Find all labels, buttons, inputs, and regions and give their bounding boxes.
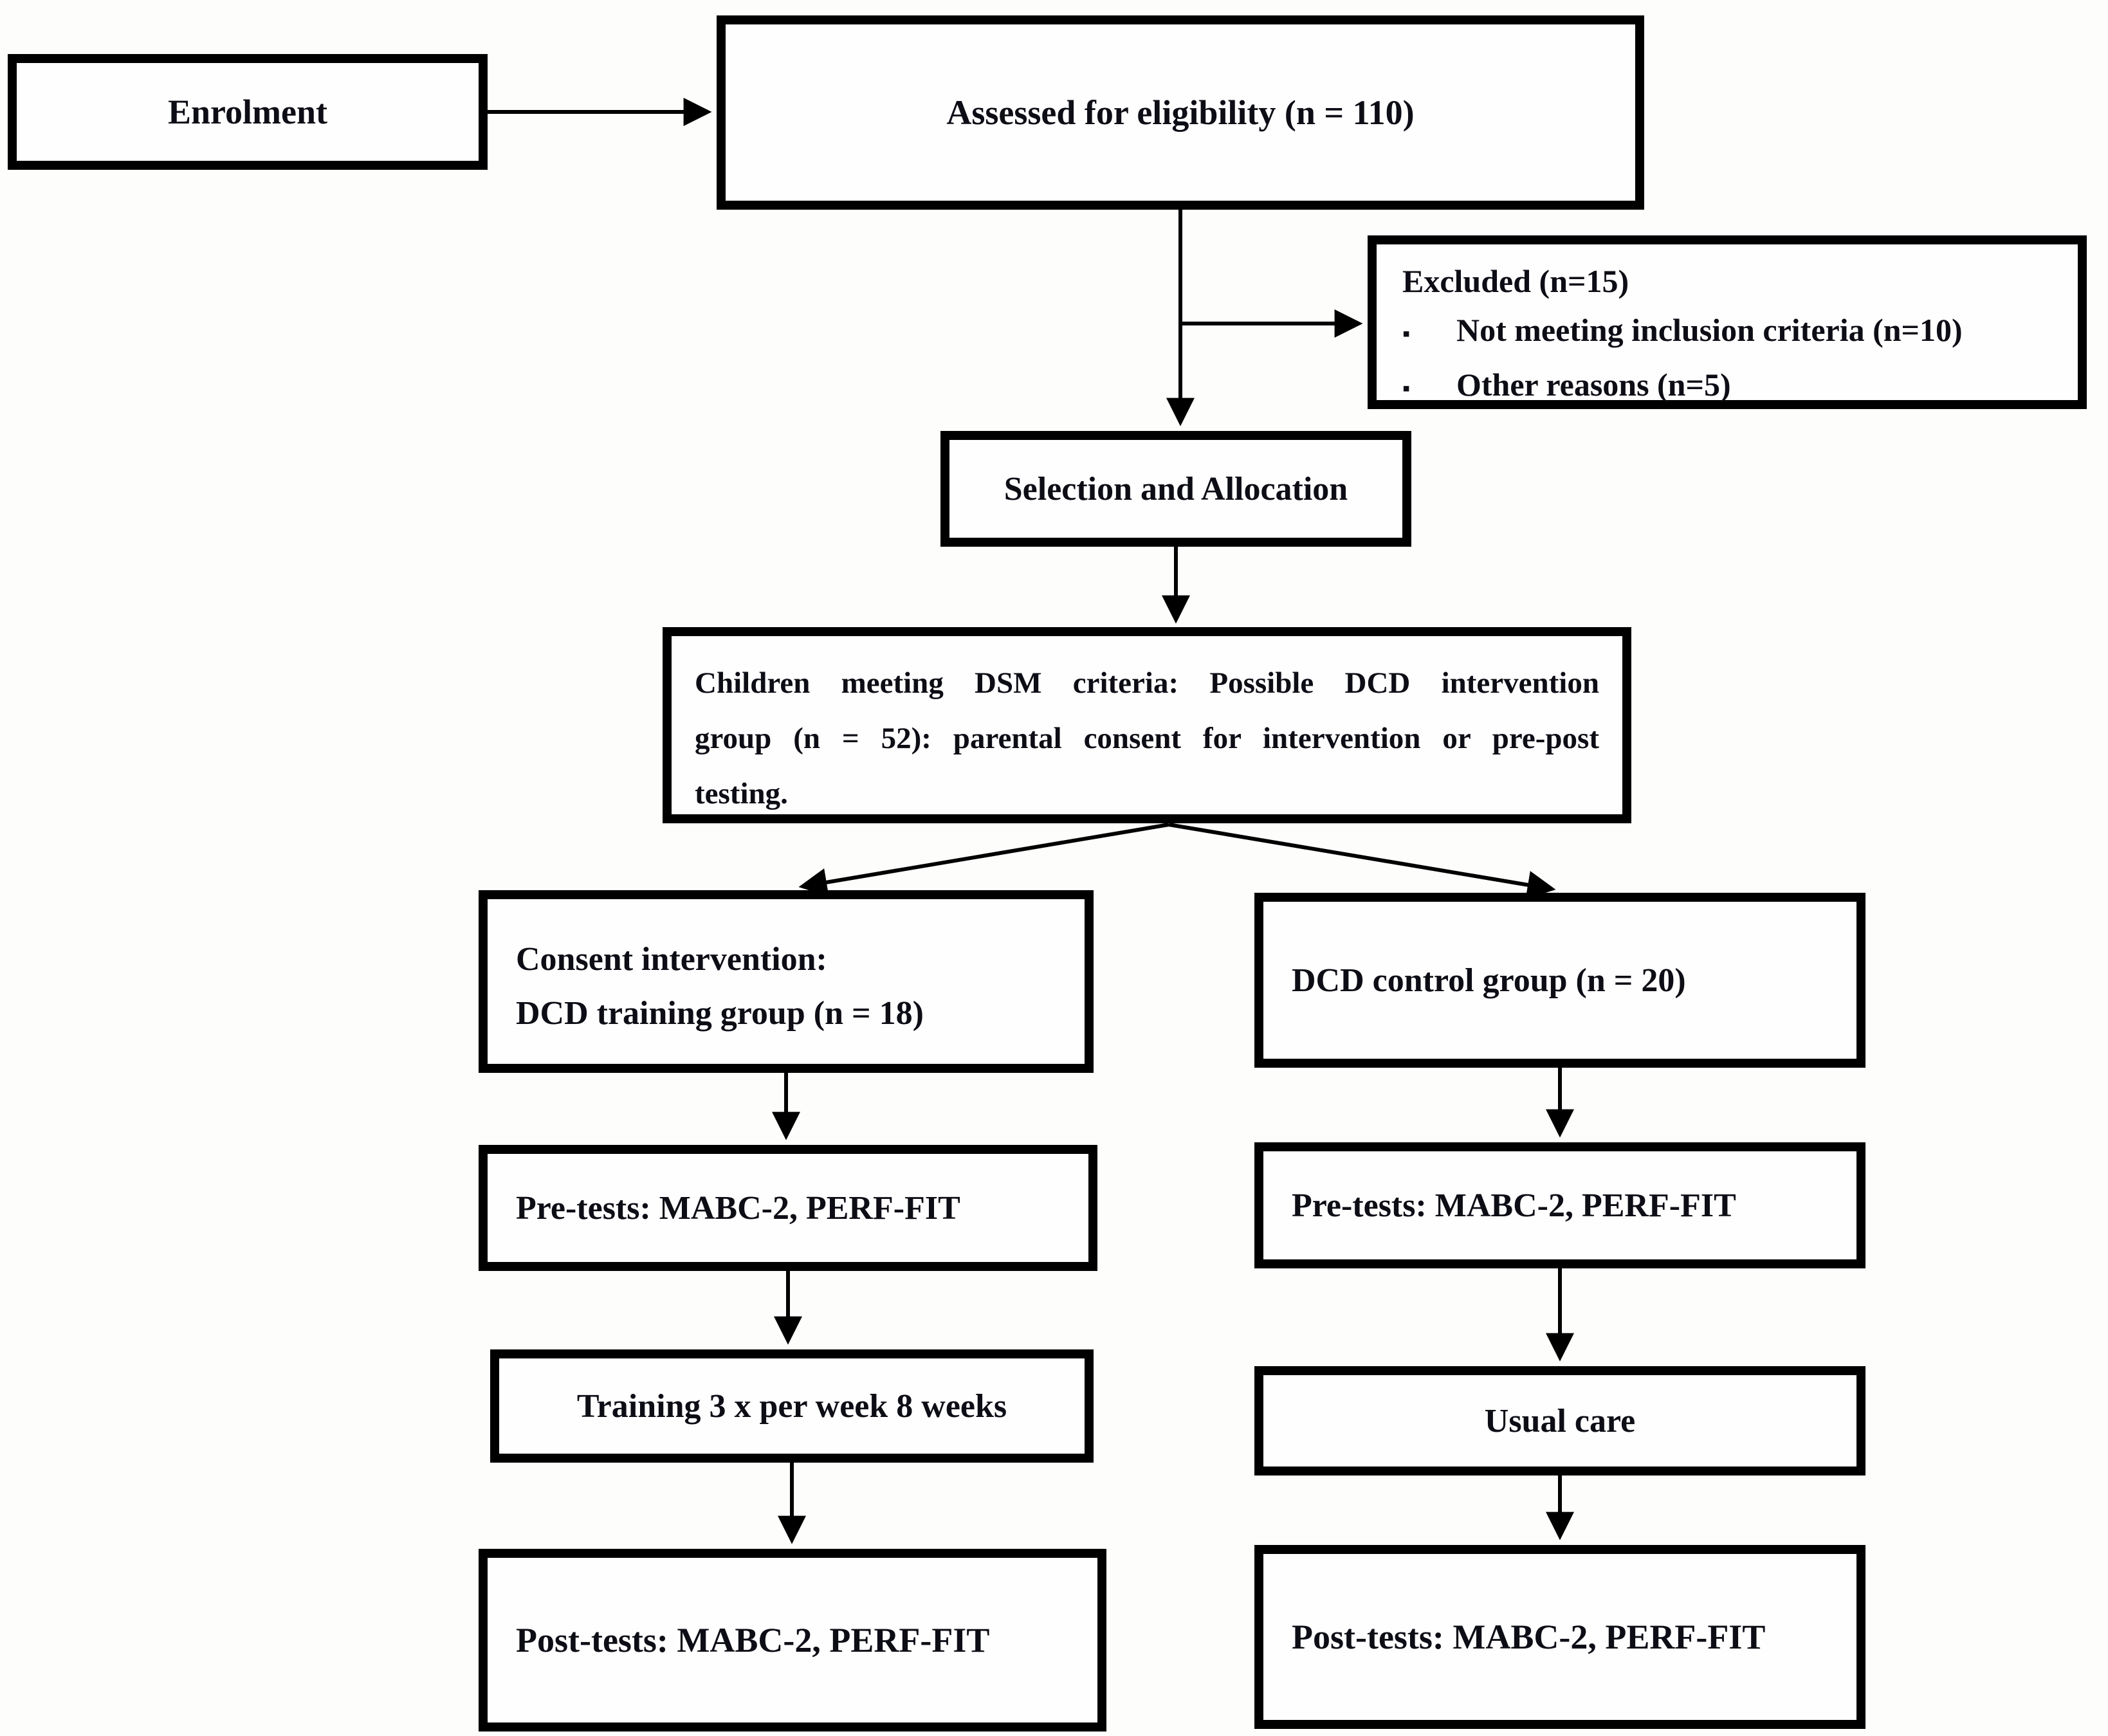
- node-assessed-for-eligibility: Assessed for eligibility (n = 110): [717, 15, 1644, 210]
- node-posttests-left-label: Post-tests: MABC-2, PERF-FIT: [516, 1621, 990, 1659]
- excluded-bullet-text: Other reasons (n=5): [1456, 367, 1731, 403]
- excluded-bullet-text: Not meeting inclusion criteria (n=10): [1456, 312, 1963, 348]
- dsm-text-line: Children meeting DSM criteria: Possible …: [695, 666, 1599, 700]
- node-posttests-right-label: Post-tests: MABC-2, PERF-FIT: [1292, 1618, 1766, 1656]
- arrow-dsm-to-control: [1168, 823, 1556, 899]
- node-training-label: Training 3 x per week 8 weeks: [576, 1387, 1007, 1425]
- excluded-title: Excluded (n=15): [1402, 263, 1629, 299]
- node-dcd-control-group: DCD control group (n = 20): [1254, 893, 1865, 1068]
- node-excluded: Excluded (n=15) ▪ Not meeting inclusion …: [1368, 235, 2087, 409]
- square-bullet-icon: ▪: [1402, 377, 1411, 401]
- node-usual-care: Usual care: [1254, 1366, 1865, 1476]
- consent-line: Consent intervention:: [516, 941, 827, 978]
- excluded-bullet-item: ▪ Not meeting inclusion criteria (n=10): [1402, 305, 2062, 360]
- node-control-label: DCD control group (n = 20): [1292, 962, 1686, 999]
- node-selection-label: Selection and Allocation: [1004, 470, 1348, 507]
- node-pretests-left-label: Pre-tests: MABC-2, PERF-FIT: [516, 1189, 960, 1227]
- node-training-schedule: Training 3 x per week 8 weeks: [490, 1349, 1094, 1463]
- node-selection-and-allocation: Selection and Allocation: [940, 431, 1411, 547]
- node-posttests-intervention: Post-tests: MABC-2, PERF-FIT: [479, 1549, 1106, 1731]
- square-bullet-icon: ▪: [1402, 322, 1411, 346]
- node-pretests-control: Pre-tests: MABC-2, PERF-FIT: [1254, 1142, 1865, 1268]
- node-dsm-criteria: Children meeting DSM criteria: Possible …: [663, 627, 1631, 823]
- dsm-text-line: group (n = 52): parental consent for int…: [695, 722, 1599, 755]
- node-consent-intervention: Consent intervention: DCD training group…: [479, 890, 1094, 1073]
- node-assessed-label: Assessed for eligibility (n = 110): [946, 93, 1415, 132]
- node-enrolment: Enrolment: [8, 54, 488, 170]
- node-posttests-control: Post-tests: MABC-2, PERF-FIT: [1254, 1545, 1865, 1729]
- consent-line: DCD training group (n = 18): [516, 995, 924, 1032]
- node-pretests-intervention: Pre-tests: MABC-2, PERF-FIT: [479, 1145, 1097, 1271]
- arrow-dsm-to-consent: [798, 823, 1169, 897]
- dsm-text-line: testing.: [695, 777, 788, 810]
- node-enrolment-label: Enrolment: [167, 93, 327, 131]
- excluded-bullet-item: ▪ Other reasons (n=5): [1402, 360, 2062, 414]
- node-pretests-right-label: Pre-tests: MABC-2, PERF-FIT: [1292, 1187, 1736, 1224]
- node-usual-care-label: Usual care: [1484, 1402, 1636, 1439]
